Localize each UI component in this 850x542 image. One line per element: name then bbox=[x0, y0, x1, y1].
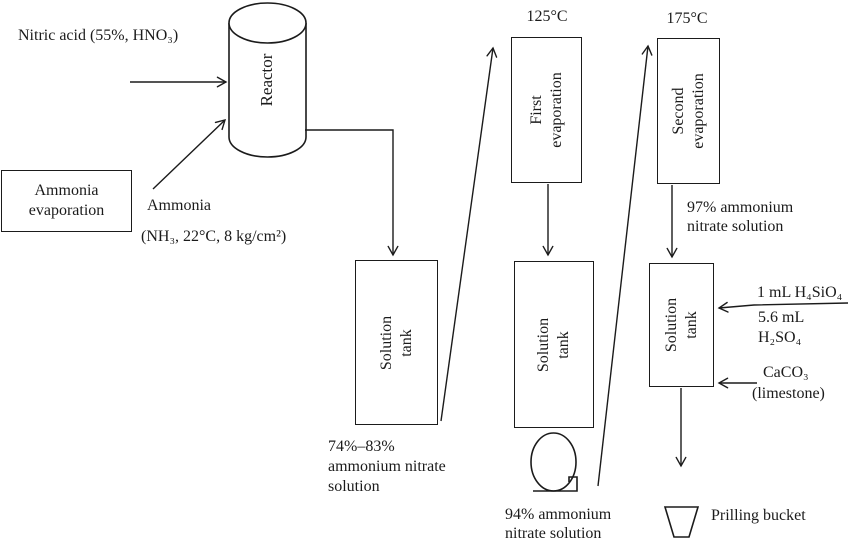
arrow-tank1-to-first-evaporation bbox=[440, 46, 498, 422]
ammonium-nitrate-94-label: 94% ammonium nitrate solution bbox=[505, 506, 612, 542]
second-evaporation-label: Second evaporation bbox=[669, 73, 707, 149]
solution-tank-2-label: Solution tank bbox=[535, 317, 572, 372]
arrow-ammonia-to-reactor bbox=[152, 119, 227, 190]
prilling-bucket-label: Prilling bucket bbox=[711, 507, 806, 524]
solution-tank-2-box: Solution tank bbox=[514, 261, 594, 428]
arrow-reactor-to-tank1 bbox=[305, 129, 399, 257]
ammonia-evaporation-box: Ammonia evaporation bbox=[1, 170, 132, 232]
pump-shape bbox=[530, 432, 578, 492]
second-evaporation-box: Second evaporation bbox=[657, 38, 720, 184]
second-evaporation-temperature: 175°C bbox=[666, 10, 708, 27]
ammonium-nitrate-97-label: 97% ammonium nitrate solution bbox=[687, 199, 794, 235]
reactor-label: Reactor bbox=[257, 53, 276, 107]
first-evaporation-label: First evaporation bbox=[527, 72, 565, 148]
ammonia-evaporation-label: Ammonia evaporation bbox=[28, 182, 105, 219]
arrow-additives-to-tank3 bbox=[717, 301, 849, 313]
solution-tank-3-label: Solution tank bbox=[662, 297, 700, 353]
first-evaporation-box: First evaporation bbox=[511, 37, 582, 183]
ammonia-label: Ammonia bbox=[147, 197, 211, 214]
nitric-acid-label: Nitric acid (55%, HNO₃) bbox=[18, 27, 179, 44]
solution-tank-3-box: Solution tank bbox=[649, 263, 714, 387]
silicic-acid-label: 1 mL H₄SiO₄ bbox=[757, 284, 843, 301]
sulfuric-acid-label: 5.6 mL H₂SO₄ bbox=[758, 309, 804, 346]
solution-tank-1-label: Solution tank bbox=[377, 315, 415, 370]
prilling-bucket-shape bbox=[663, 506, 700, 538]
solution-tank-1-box: Solution tank bbox=[355, 260, 438, 425]
ammonium-nitrate-74-83-label: 74%–83% ammonium nitrate solution bbox=[328, 438, 446, 495]
limestone-label: (limestone) bbox=[752, 385, 825, 402]
calcium-carbonate-label: CaCO₃ bbox=[763, 364, 809, 381]
reactor-cylinder-shape bbox=[228, 2, 307, 158]
first-evaporation-temperature: 125°C bbox=[526, 8, 568, 25]
ammonia-conditions-label: (NH₃, 22°C, 8 kg/cm²) bbox=[141, 228, 287, 245]
arrow-pump-to-second-evaporation bbox=[597, 44, 653, 487]
